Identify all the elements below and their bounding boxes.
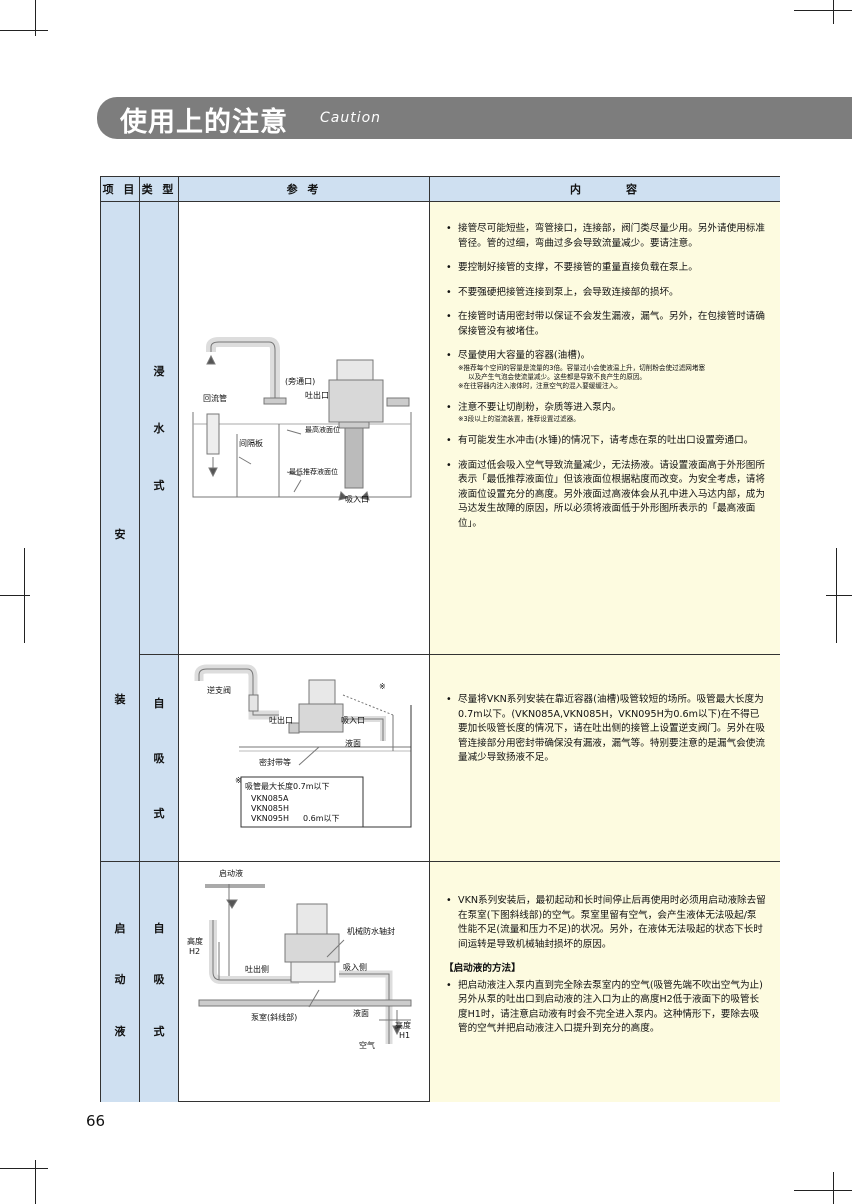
label-model: VKN085H [251,804,289,813]
type-char: 式 [153,807,165,821]
header-content: 内 容 [430,177,780,202]
section-priming: 启 动 液 [101,862,140,1102]
caution-text: 液面过低会吸入空气导致流量减少，无法扬液。请设置液面高于外形图所表示「最低推荐液… [458,459,765,529]
caution-item: 液面过低会吸入空气导致流量减少，无法扬液。请设置液面高于外形图所表示「最低推荐液… [444,459,766,532]
type-char: 式 [153,1025,165,1039]
type-char: 自 [153,921,165,935]
caution-item: 注意不要让切削粉，杂质等进入泵内。 ※3段以上的溢流装置，推荐设置过滤器。 [444,401,766,425]
label-priming-liquid: 启动液 [219,868,243,878]
content-submerged: 接管尽可能短些，弯管接口，连接部，阀门类尽量少用。另外请使用标准管径。管的过细，… [430,202,780,655]
section-char: 装 [114,692,126,706]
label-air: 空气 [359,1040,375,1050]
label-mechanical-seal: 机械防水轴封 [347,926,395,936]
ref-diagram-3: 启动液 高度 H2 吐出侧 机械防水轴封 吸入侧 泵室(斜线部) 液面 高度 H… [179,862,430,1102]
caution-item: 接管尽可能短些，弯管接口，连接部，阀门类尽量少用。另外请使用标准管径。管的过细，… [444,222,766,251]
caution-note: ※推荐每个空间的容量是流量的3倍。容量过小会使液温上升，切削粉会使过滤网堵塞 [458,363,706,372]
label-outlet-side: 吐出侧 [245,964,269,974]
label-inlet: 吸入口 [345,495,369,504]
label-seal-tape: 密封带等 [259,757,291,767]
section-install: 安 装 [101,202,140,862]
content-self-priming: 尽量将VKN系列安装在靠近容器(油槽)吸管较短的场所。吸管最大长度为0.7m以下… [430,655,780,862]
caution-item: 尽量使用大容量的容器(油槽)。 ※推荐每个空间的容量是流量的3倍。容量过小会使液… [444,349,766,391]
caution-text: 尽量将VKN系列安装在靠近容器(油槽)吸管较短的场所。吸管最大长度为0.7m以下… [458,694,765,763]
caution-item: 把启动液注入泵内直到完全除去泵室内的空气(吸管先端不吹出空气为止)另外从泵的吐出… [444,979,766,1037]
caution-note: ※在往容器内注入液体时，注意空气的混入要缓缓注入。 [458,381,622,390]
method-title: 【启动液的方法】 [444,963,521,974]
label-model-limit: 0.6m以下 [303,814,340,823]
caution-note: ※3段以上的溢流装置，推荐设置过滤器。 [458,415,580,423]
label-mark: ※ [379,682,386,691]
caution-text: 有可能发生水冲击(水锤)的情况下，请考虑在泵的吐出口设置旁通口。 [458,435,754,446]
label-height-h1: 高度 [395,1020,411,1030]
caution-text: 注意不要让切削粉，杂质等进入泵内。 [458,401,622,413]
header-reference: 参 考 [179,177,430,202]
label-outlet: 吐出口 [305,390,329,400]
label-h2: H2 [189,947,200,956]
label-outlet-2: 吐出口 [269,715,293,725]
caution-text: 接管尽可能短些，弯管接口，连接部，阀门类尽量少用。另外请使用标准管径。管的过细，… [458,223,765,249]
label-max-level: 最高液面位 [305,425,340,434]
label-inlet-side: 吸入侧 [343,962,367,972]
caution-text: 不要强硬把接管连接到泵上，会导致连接部的损坏。 [458,286,679,298]
caution-text: 尽量使用大容量的容器(油槽)。 [458,350,591,361]
label-max-suction: 吸管最大长度0.7m以下 [245,781,330,791]
label-model: VKN095H [251,814,289,823]
label-liquid-level: 液面 [345,738,361,748]
section-char: 液 [114,1025,126,1039]
caution-text: 在接管时请用密封带以保证不会发生漏液，漏气。另外，在包接管时请确保接管没有被堵住… [458,311,765,337]
page-number: 66 [86,1112,106,1130]
type-self-priming: 自 吸 式 [140,655,179,862]
priming-liquid-diagram: 启动液 高度 H2 吐出侧 机械防水轴封 吸入侧 泵室(斜线部) 液面 高度 H… [187,868,412,1050]
caution-item: 在接管时请用密封带以保证不会发生漏液，漏气。另外，在包接管时请确保接管没有被堵住… [444,310,766,339]
header-banner [97,97,852,139]
page-subtitle: Caution [320,110,382,126]
label-baffle: 间隔板 [239,438,263,448]
type-char: 浸 [153,364,165,378]
label-liquid-level-3: 液面 [353,1008,369,1018]
caution-text: 要控制好接管的支撑，不要接管的重量直接负载在泵上。 [458,262,698,273]
label-return-pipe: 回流管 [203,393,227,403]
caution-text: 把启动液注入泵内直到完全除去泵室内的空气(吸管先端不吹出空气为止)另外从泵的吐出… [458,979,763,1035]
caution-note: 以及产生气泡会使流量减少。这些都是导致不良产生的原因。 [468,372,647,381]
caution-item: 有可能发生水冲击(水锤)的情况下，请考虑在泵的吐出口设置旁通口。 [444,434,766,449]
type-char: 自 [153,696,165,710]
caution-item: 尽量将VKN系列安装在靠近容器(油槽)吸管较短的场所。吸管最大长度为0.7m以下… [444,693,766,766]
ref-diagram-1: 回流管 (旁通口) 吐出口 间隔板 最高液面位 最低推荐液面位 吸入口 [179,202,430,655]
label-h1: H1 [399,1031,410,1040]
label-pump-chamber: 泵室(斜线部) [251,1012,297,1022]
header-item: 项 目 [101,177,140,202]
header-type: 类 型 [140,177,179,202]
label-mark-2: ※ [235,776,242,785]
label-min-level: 最低推荐液面位 [289,467,338,476]
caution-item: 不要强硬把接管连接到泵上，会导致连接部的损坏。 [444,286,766,301]
label-bypass: (旁通口) [285,376,315,386]
caution-table: 项 目 类 型 参 考 内 容 安 装 启 动 液 浸 水 式 自 吸 式 自 … [100,176,780,1102]
ref-diagram-2: 逆支阀 吐出口 吸入口 液面 密封带等 ※ ※ 吸管最大长度0.7m以下 VKN… [179,655,430,862]
label-height-h2: 高度 [187,936,203,946]
type-char: 吸 [153,751,165,765]
type-submerged: 浸 水 式 [140,202,179,655]
section-char: 启 [114,921,126,935]
type-char: 式 [153,479,165,493]
self-priming-install-diagram: 逆支阀 吐出口 吸入口 液面 密封带等 ※ ※ 吸管最大长度0.7m以下 VKN… [194,664,412,828]
section-char: 安 [114,528,126,542]
type-self-priming-2: 自 吸 式 [140,862,179,1102]
type-char: 吸 [153,973,165,987]
caution-text: VKN系列安装后，最初起动和长时间停止后再使用时必须用启动液除去留在泵室(下图斜… [458,895,766,950]
label-check-valve: 逆支阀 [207,685,231,695]
content-priming: VKN系列安装后，最初起动和长时间停止后再使用时必须用启动液除去留在泵室(下图斜… [430,862,780,1102]
submerged-install-diagram: 回流管 (旁通口) 吐出口 间隔板 最高液面位 最低推荐液面位 吸入口 [192,337,412,504]
label-inlet-2: 吸入口 [341,716,365,725]
section-char: 动 [114,973,126,987]
page-title: 使用上的注意 [120,107,288,138]
caution-item: VKN系列安装后，最初起动和长时间停止后再使用时必须用启动液除去留在泵室(下图斜… [444,894,766,952]
type-char: 水 [153,421,165,435]
label-model: VKN085A [251,794,289,803]
caution-item: 要控制好接管的支撑，不要接管的重量直接负载在泵上。 [444,261,766,276]
